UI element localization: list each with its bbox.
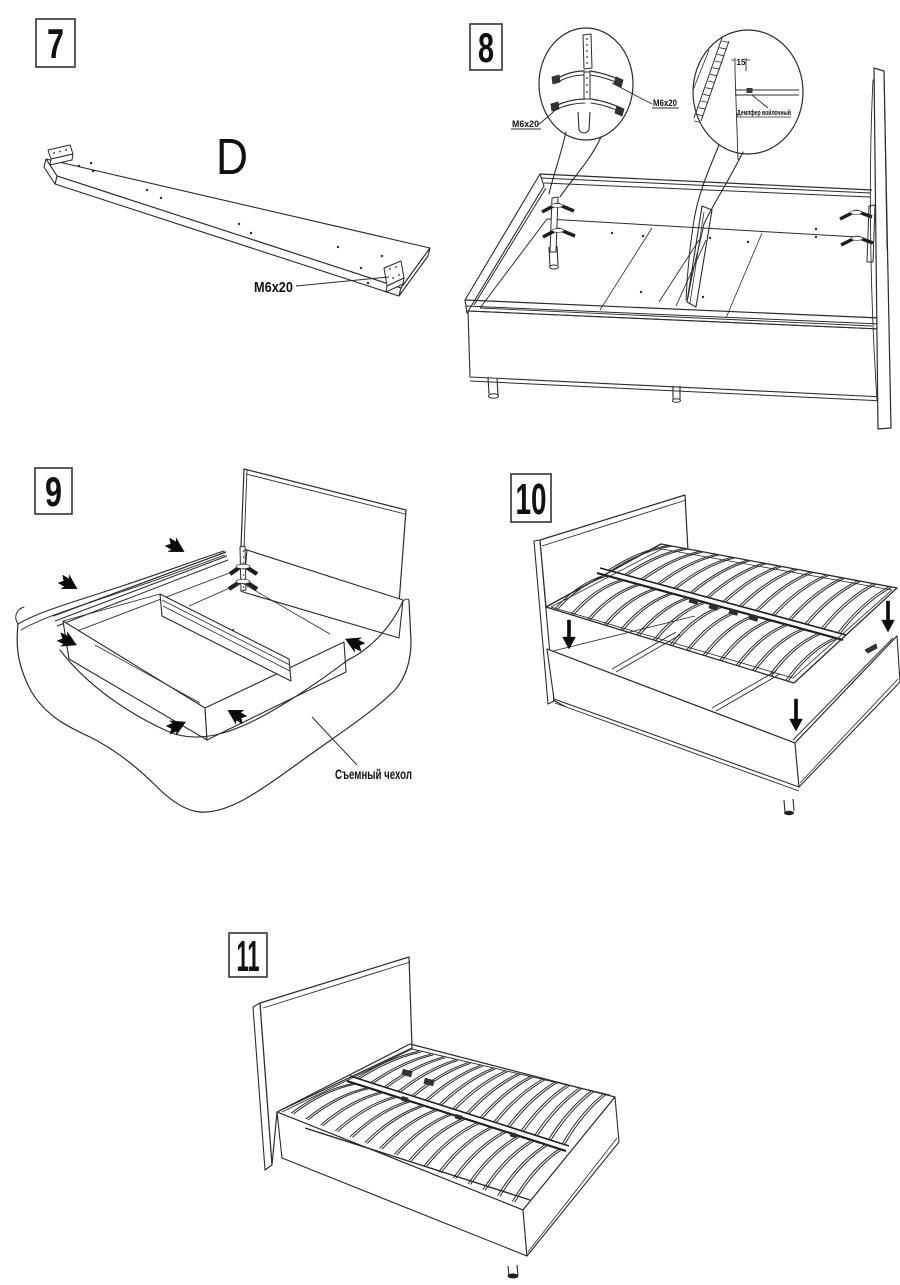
svg-text:7: 7: [47, 20, 64, 67]
svg-text:Демпфер войлочный: Демпфер войлочный: [737, 109, 791, 117]
svg-text:15: 15: [737, 57, 746, 67]
svg-text:M6x20: M6x20: [512, 119, 539, 130]
svg-text:D: D: [216, 128, 248, 185]
svg-text:M6x20: M6x20: [254, 279, 293, 296]
svg-text:M6x20: M6x20: [653, 98, 677, 109]
svg-text:10: 10: [516, 475, 547, 524]
svg-text:Съемный чехол: Съемный чехол: [335, 767, 412, 782]
svg-text:9: 9: [45, 468, 62, 515]
svg-text:11: 11: [237, 932, 260, 981]
svg-text:8: 8: [478, 24, 494, 71]
